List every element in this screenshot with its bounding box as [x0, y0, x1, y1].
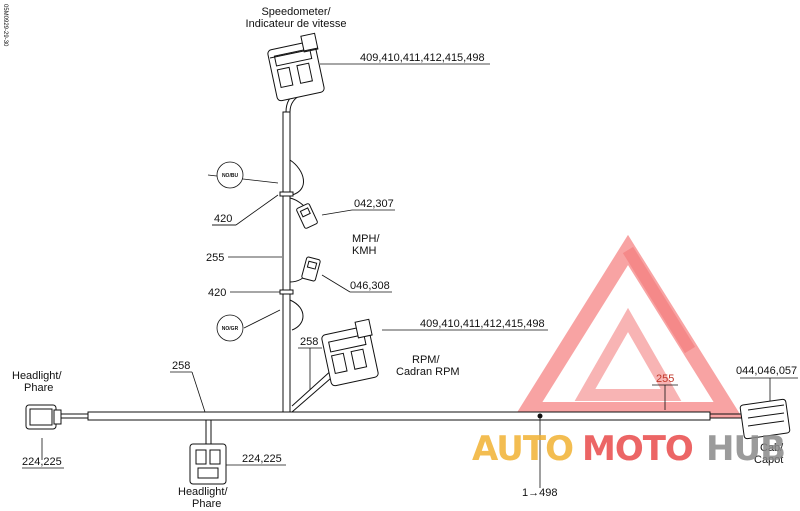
ref-258-mid: 258: [300, 336, 318, 348]
speedometer-label: Speedometer/: [261, 6, 331, 18]
wire-color-nobu: NO/BU: [222, 173, 239, 179]
headlight-left-label: Headlight/: [12, 370, 62, 382]
ref-420-bottom: 420: [208, 287, 226, 299]
rpm-connector: [321, 318, 379, 387]
ref-046-308: 046,308: [350, 280, 390, 292]
drawing-code: 05M0929-29-30: [2, 4, 8, 47]
rpm-label: RPM/: [412, 354, 440, 366]
headlight-left-connector: [25, 404, 62, 430]
ref-224-bottom: 224,225: [242, 453, 282, 465]
ref-044: 044,046,057: [736, 365, 797, 377]
ref-255-right: 255: [656, 373, 674, 385]
kmh-label: KMH: [352, 245, 377, 257]
speedometer-connector: [267, 32, 325, 102]
headlight-left-label-fr: Phare: [24, 382, 53, 394]
mph-connector: [296, 203, 318, 229]
watermark-text: AUTO MOTO HUB: [472, 429, 786, 469]
watermark-auto: AUTO: [472, 429, 573, 469]
wire-color-bubble-nogr: [216, 314, 244, 342]
ref-042-307: 042,307: [354, 198, 394, 210]
headlight-bottom-label: Headlight/: [178, 486, 228, 498]
rpm-label-fr: Cadran RPM: [396, 366, 460, 378]
main-harness: [60, 91, 742, 444]
headlight-bottom-label-fr: Phare: [192, 498, 221, 510]
headlight-bottom-connector: [189, 443, 227, 485]
rpm-refs: 409,410,411,412,415,498: [420, 318, 545, 330]
watermark-triangle-outer: [513, 234, 743, 418]
ref-258-left: 258: [172, 360, 190, 372]
speedometer-label-fr: Indicateur de vitesse: [246, 18, 347, 30]
ref-255-left: 255: [206, 252, 224, 264]
cab-label: Cab/: [760, 442, 784, 454]
splice-point: [537, 413, 543, 419]
wire-color-bubble-nobu: [216, 161, 244, 189]
cab-connector: [739, 398, 791, 440]
watermark-hub: HUB: [706, 429, 785, 469]
cab-label-fr: Capot: [754, 454, 783, 466]
kmh-connector: [301, 256, 321, 282]
watermark-moto: MOTO: [582, 429, 693, 469]
ref-498: 1→498: [522, 487, 557, 499]
leader-lines: [22, 63, 798, 488]
speedometer-refs: 409,410,411,412,415,498: [360, 52, 485, 64]
mph-label: MPH/: [352, 233, 380, 245]
ref-224-left: 224,225: [22, 456, 62, 468]
watermark-triangle-inner: [574, 307, 682, 401]
wire-color-nogr: NO/GR: [222, 326, 239, 332]
watermark-logo: [513, 234, 743, 418]
ref-420-top: 420: [214, 213, 232, 225]
